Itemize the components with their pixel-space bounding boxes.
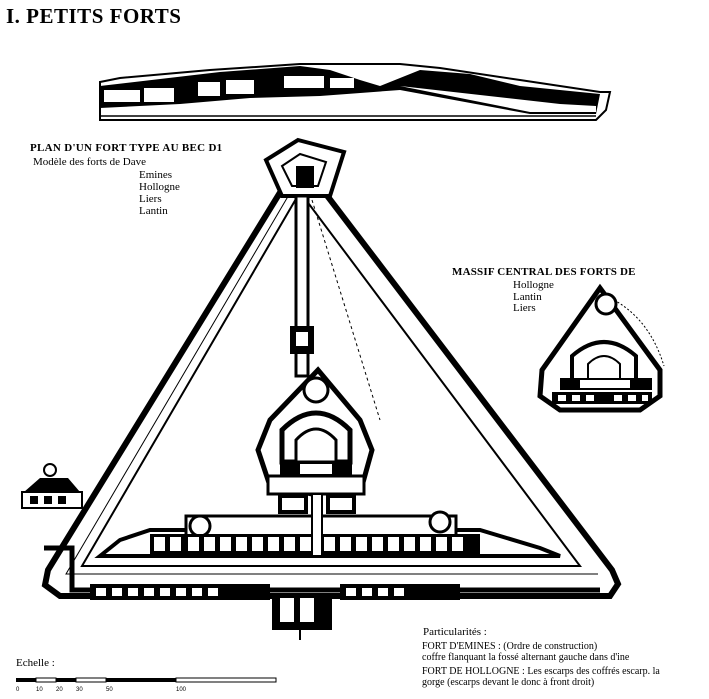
scale-label: Echelle :	[16, 657, 55, 669]
scale-tick-label: 10	[36, 687, 43, 693]
central-gallery	[290, 194, 381, 421]
plan-fort-item: Liers	[139, 193, 162, 205]
gorge-ditch	[44, 545, 600, 640]
page-title: I. PETITS FORTS	[6, 4, 182, 28]
plan-fort-item: Lantin	[139, 205, 168, 217]
fort-cross-section	[99, 63, 612, 121]
plan-heading: PLAN D'UN FORT TYPE AU BEC D1	[30, 142, 223, 154]
central-massif	[255, 366, 375, 514]
massif-heading: MASSIF CENTRAL DES FORTS DE	[452, 266, 636, 278]
scale-tick-label: 0	[16, 687, 20, 693]
plan-fort-item: Emines	[139, 169, 172, 181]
barracks-cells	[154, 537, 463, 551]
massif-fort-item: Liers	[513, 302, 536, 314]
note-line: coffre flanquant la fossé alternant gauc…	[422, 652, 630, 663]
note-line: FORT DE HOLLOGNE : Les escarps des coffr…	[422, 666, 660, 677]
massif-fort-item: Hollogne	[513, 279, 554, 291]
scale-bar	[16, 677, 277, 683]
gorge-barracks	[94, 493, 561, 558]
plan-fort-list: Emines Hollogne Liers Lantin	[139, 169, 180, 217]
plan-fort-item: Hollogne	[139, 181, 180, 193]
scale-tick-label: 30	[76, 687, 83, 693]
notes-heading: Particularités :	[423, 626, 487, 638]
plan-subtitle: Modèle des forts de Dave	[33, 156, 147, 168]
salient-caponier	[263, 137, 347, 198]
scale-tick-label: 50	[106, 687, 113, 693]
note-line: gorge (escarps devant le donc à front dr…	[422, 677, 595, 688]
massif-fort-list: Hollogne Lantin Liers	[513, 279, 554, 315]
left-elevation-detail	[21, 463, 83, 509]
massif-central-plan	[537, 283, 665, 413]
massif-fort-item: Lantin	[513, 290, 542, 303]
scale-tick-label: 100	[176, 687, 187, 693]
fort-triangle-outline	[41, 154, 622, 599]
note-line: FORT D'EMINES : (Ordre de construction)	[422, 641, 598, 652]
scale-tick-label: 20	[56, 687, 63, 693]
